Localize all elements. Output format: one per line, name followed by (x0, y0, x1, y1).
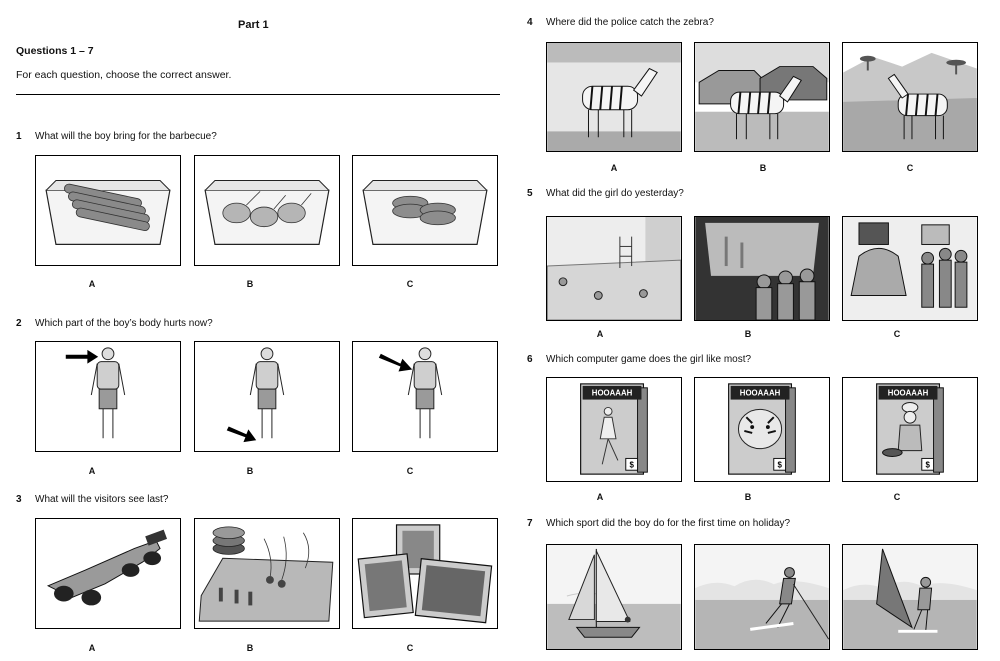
price-symbol-b: $ (777, 460, 782, 469)
question-5-label-a: A (596, 329, 604, 339)
question-7-text: Which sport did the boy do for the first… (546, 518, 791, 529)
question-1-text: What will the boy bring for the barbecue… (35, 131, 217, 142)
question-5-text: What did the girl do yesterday? (546, 188, 684, 199)
waterskiing-illustration (695, 545, 829, 649)
question-3-number: 3 (16, 494, 22, 505)
game-title-c: HOOAAAH (888, 389, 929, 398)
question-3-label-b: B (246, 643, 254, 653)
boy-foot-arrow-illustration (226, 347, 285, 443)
question-2-option-c-image[interactable] (352, 341, 498, 452)
question-6-label-c: C (893, 492, 901, 502)
question-6-option-c-image[interactable]: HOOAAAH $ (842, 377, 978, 482)
question-4-label-a: A (610, 163, 618, 173)
question-7-option-b-image[interactable] (694, 544, 830, 650)
question-5-number: 5 (527, 188, 533, 199)
part-title: Part 1 (238, 19, 269, 31)
zebra-parked-cars-illustration (695, 43, 829, 151)
question-4-number: 4 (527, 17, 533, 28)
zebra-savanna-illustration (843, 52, 977, 151)
question-4-label-c: C (906, 163, 914, 173)
tray-chicken-legs-illustration (204, 180, 330, 245)
question-7-option-a-image[interactable] (546, 544, 682, 650)
question-7-option-c-image[interactable] (842, 544, 978, 650)
question-3-option-c-image[interactable] (352, 518, 498, 629)
swimming-pool-illustration (547, 217, 681, 320)
question-2-option-a-image[interactable] (35, 341, 181, 452)
question-1-option-c-image[interactable] (352, 155, 498, 266)
price-symbol-c: $ (925, 460, 930, 469)
photo-frames-illustration (357, 524, 493, 624)
question-4-option-a-image[interactable] (546, 42, 682, 152)
game-title-a: HOOAAAH (592, 389, 633, 398)
question-3-option-a-image[interactable] (35, 518, 181, 629)
question-5-label-c: C (893, 329, 901, 339)
question-6-number: 6 (527, 354, 533, 365)
question-2-label-a: A (88, 466, 96, 476)
question-4-label-b: B (759, 163, 767, 173)
question-2-text: Which part of the boy’s body hurts now? (35, 318, 213, 329)
racing-car-illustration (46, 529, 168, 606)
question-7-number: 7 (527, 518, 533, 529)
question-5-option-b-image[interactable] (694, 216, 830, 321)
header-divider (16, 94, 500, 95)
question-5-option-c-image[interactable] (842, 216, 978, 321)
jewellery-display-illustration (198, 526, 334, 622)
question-5-label-b: B (744, 329, 752, 339)
question-6-option-a-image[interactable]: HOOAAAH $ (546, 377, 682, 482)
question-1-label-b: B (246, 279, 254, 289)
game-cover-tiger-illustration: HOOAAAH $ (728, 383, 796, 475)
question-1-option-b-image[interactable] (194, 155, 340, 266)
space-museum-illustration (843, 217, 977, 320)
game-cover-ballet-illustration: HOOAAAH $ (580, 383, 648, 475)
question-4-text: Where did the police catch the zebra? (546, 17, 714, 28)
cinema-audience-illustration (695, 217, 829, 320)
game-cover-chef-illustration: HOOAAAH $ (876, 383, 944, 475)
question-2-label-b: B (246, 466, 254, 476)
questions-range: Questions 1 – 7 (16, 45, 94, 57)
tray-burgers-illustration (362, 180, 488, 245)
boy-head-arrow-illustration (65, 347, 126, 439)
tray-sausages-illustration (45, 180, 171, 245)
boy-shoulder-arrow-illustration (378, 347, 443, 439)
question-3-text: What will the visitors see last? (35, 494, 169, 505)
question-1-number: 1 (16, 131, 22, 142)
question-1-label-a: A (88, 279, 96, 289)
question-5-option-a-image[interactable] (546, 216, 682, 321)
question-1-label-c: C (406, 279, 414, 289)
question-3-label-a: A (88, 643, 96, 653)
question-2-option-b-image[interactable] (194, 341, 340, 452)
sailing-illustration (547, 545, 681, 649)
instruction-text: For each question, choose the correct an… (16, 69, 232, 81)
game-title-b: HOOAAAH (740, 389, 781, 398)
windsurfing-illustration (843, 545, 977, 649)
question-1-option-a-image[interactable] (35, 155, 181, 266)
question-2-label-c: C (406, 466, 414, 476)
question-2-number: 2 (16, 318, 22, 329)
question-4-option-c-image[interactable] (842, 42, 978, 152)
price-symbol-a: $ (629, 460, 634, 469)
zebra-shop-window-illustration (547, 43, 681, 151)
question-6-label-b: B (744, 492, 752, 502)
question-6-text: Which computer game does the girl like m… (546, 354, 752, 365)
question-3-option-b-image[interactable] (194, 518, 340, 629)
question-6-label-a: A (596, 492, 604, 502)
question-4-option-b-image[interactable] (694, 42, 830, 152)
question-6-option-b-image[interactable]: HOOAAAH $ (694, 377, 830, 482)
question-3-label-c: C (406, 643, 414, 653)
